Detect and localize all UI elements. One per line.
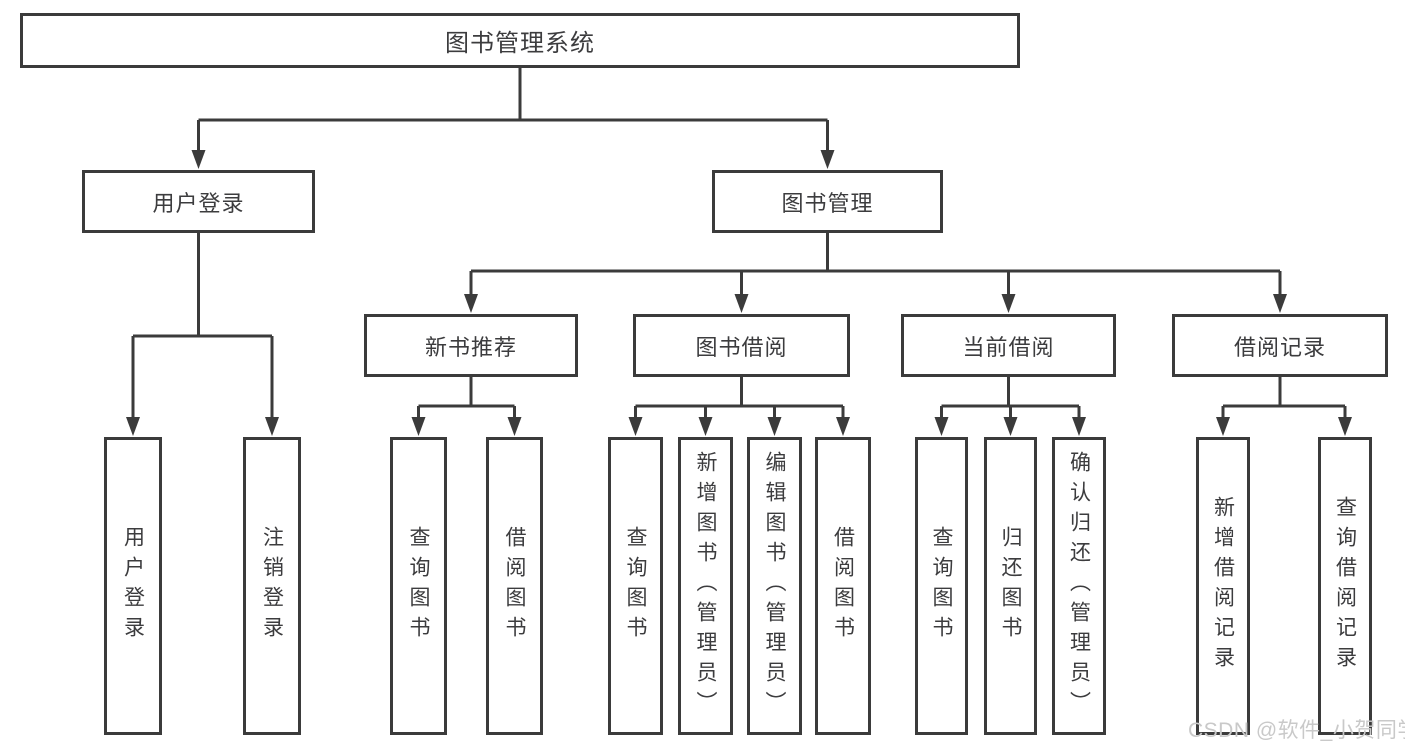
- arrow-icon: [820, 150, 835, 169]
- arrow-icon: [1338, 417, 1352, 436]
- leaf-logout: 注销登录: [243, 437, 301, 735]
- node-root: 图书管理系统: [20, 13, 1020, 68]
- leaf-query-books-borrowing: 查询图书: [608, 437, 663, 735]
- leaf-user-login: 用户登录: [104, 437, 162, 735]
- watermark: CSDN @软件_小贺同学: [1188, 719, 1405, 742]
- leaf-add-books-admin: 新增图书（管理员）: [678, 437, 733, 735]
- arrow-icon: [1273, 294, 1287, 313]
- arrow-icon: [1001, 294, 1016, 313]
- arrow-icon: [126, 417, 140, 436]
- leaf-borrow-books-recommend: 借阅图书: [486, 437, 543, 735]
- leaf-edit-books-admin: 编辑图书（管理员）: [747, 437, 802, 735]
- arrowheads: [126, 150, 1352, 436]
- arrow-icon: [698, 417, 713, 436]
- arrow-icon: [628, 417, 643, 436]
- arrow-icon: [191, 150, 206, 169]
- connector-paths: [131, 68, 1347, 419]
- leaf-query-borrow-record: 查询借阅记录: [1318, 437, 1372, 735]
- arrow-icon: [507, 417, 522, 436]
- arrow-icon: [265, 417, 279, 436]
- arrow-icon: [411, 417, 426, 436]
- node-book-management: 图书管理: [712, 170, 943, 233]
- node-book-borrowing: 图书借阅: [633, 314, 850, 377]
- leaf-add-borrow-record: 新增借阅记录: [1196, 437, 1250, 735]
- arrow-icon: [1072, 417, 1086, 436]
- node-new-book-recommend: 新书推荐: [364, 314, 578, 377]
- node-user-login: 用户登录: [82, 170, 315, 233]
- arrow-icon: [934, 417, 949, 436]
- arrow-icon: [767, 417, 782, 436]
- leaf-query-books-current: 查询图书: [915, 437, 968, 735]
- arrow-icon: [464, 294, 478, 313]
- leaf-confirm-return-admin: 确认归还（管理员）: [1052, 437, 1106, 735]
- arrow-icon: [734, 294, 749, 313]
- arrow-icon: [836, 417, 850, 436]
- leaf-borrow-books-borrowing: 借阅图书: [815, 437, 871, 735]
- arrow-icon: [1216, 417, 1230, 436]
- leaf-return-books: 归还图书: [984, 437, 1037, 735]
- leaf-query-books-recommend: 查询图书: [390, 437, 447, 735]
- node-borrowing-records: 借阅记录: [1172, 314, 1388, 377]
- node-current-borrowing: 当前借阅: [901, 314, 1116, 377]
- arrow-icon: [1003, 417, 1018, 436]
